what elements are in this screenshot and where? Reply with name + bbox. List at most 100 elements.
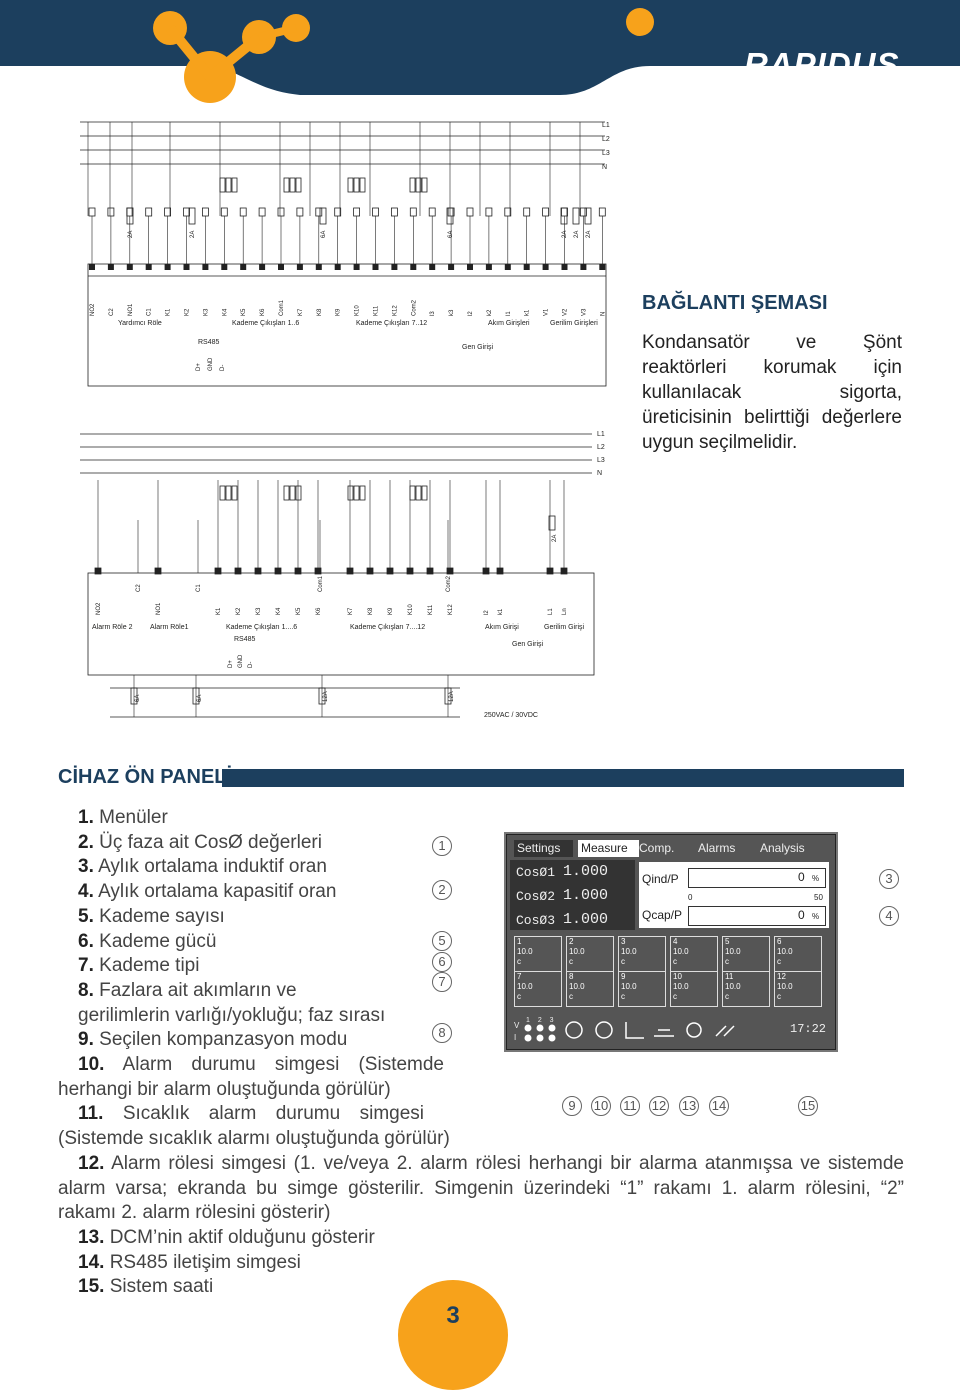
lcd-screen: Settings Measure Comp. Alarms Analysis C… — [504, 832, 838, 1052]
line-label: L3 — [597, 457, 605, 464]
callout-marker: 3 — [879, 869, 899, 889]
fuse-label: 6A — [135, 695, 141, 702]
terminal-label: k2 — [487, 309, 493, 316]
system-clock: 17:22 — [790, 1022, 827, 1036]
line-label: L2 — [602, 136, 610, 143]
fuse-label: 12A — [449, 691, 455, 702]
callout-marker: 15 — [798, 1096, 818, 1116]
sema-title: BAĞLANTI ŞEMASI — [642, 292, 828, 314]
tab-settings[interactable]: Settings — [514, 840, 573, 857]
step-number: 8 — [569, 972, 574, 981]
step-power: 10.0 — [621, 947, 637, 956]
list-item: 11. Sıcaklık alarm durumu simgesi — [78, 1103, 424, 1125]
terminal-label: k1 — [498, 608, 504, 615]
step-power: 10.0 — [621, 982, 637, 991]
terminal-label: k3 — [449, 309, 455, 316]
step-type: c — [673, 992, 677, 1001]
d2-group-label: Alarm Röle 2 — [92, 624, 133, 631]
terminal-label: N — [600, 312, 606, 316]
d2-group-label: Gerilim Girişi — [544, 624, 585, 631]
tab-analysis[interactable]: Analysis — [760, 841, 805, 855]
tab-comp[interactable]: Comp. — [639, 841, 675, 855]
line-label: N — [602, 164, 608, 171]
step-number: 12 — [777, 972, 786, 981]
scale-min: 0 — [688, 893, 693, 902]
step-power: 10.0 — [673, 982, 689, 991]
terminal-label: K10 — [408, 604, 414, 615]
d2-group-label: Alarm Röle1 — [150, 624, 189, 631]
tab-measure[interactable]: Measure — [578, 840, 639, 857]
step-power: 10.0 — [517, 947, 533, 956]
terminal-label: L1 — [548, 608, 554, 615]
fuse-label: 6A — [197, 695, 203, 702]
step-type: c — [725, 992, 729, 1001]
scale-max: 50 — [814, 893, 823, 902]
line-label: L1 — [602, 122, 610, 129]
step-number: 1 — [517, 937, 522, 946]
terminal-label: K2 — [185, 308, 191, 316]
terminal-label: NO2 — [90, 303, 96, 316]
callout-marker: 13 — [679, 1096, 699, 1116]
terminal-label: K8 — [368, 607, 374, 615]
comm-arrows-icon — [715, 1025, 735, 1037]
title-bar — [222, 769, 904, 787]
step-power: 10.0 — [569, 947, 585, 956]
step-type: c — [517, 957, 521, 966]
qcap-label: Qcap/P — [642, 908, 683, 922]
terminal-label: K2 — [236, 607, 242, 615]
rs485-pin: D- — [248, 662, 254, 668]
step-power: 10.0 — [569, 982, 585, 991]
d1-group-label: Akım Girişleri — [488, 320, 530, 327]
rs485-pin: D- — [220, 365, 226, 371]
tab-alarms[interactable]: Alarms — [698, 841, 736, 855]
list-item: 5. Kademe sayısı — [78, 905, 225, 927]
callout-marker: 12 — [649, 1096, 669, 1116]
terminal-label: K3 — [203, 308, 209, 316]
rs485-pin: GND — [208, 357, 214, 371]
d1-group-label: Kademe Çıkışları 1..6 — [232, 320, 300, 327]
line-label: N — [597, 470, 603, 477]
callout-marker: 8 — [432, 1023, 452, 1043]
qcap-gauge — [688, 906, 826, 926]
fuse-label: 2A — [586, 231, 592, 238]
rs485-icon — [686, 1022, 702, 1038]
step-number: 7 — [517, 972, 522, 981]
terminal-label: K6 — [316, 607, 322, 615]
callout-marker: 1 — [432, 836, 452, 856]
terminal-label: l3 — [430, 311, 436, 316]
step-number: 10 — [673, 972, 682, 981]
brand-logo: RAPIDUS — [744, 46, 900, 83]
fuse-label: 2A — [552, 535, 558, 542]
page-number-badge: 3 — [398, 1280, 508, 1390]
phase-numbers: 1 2 3 — [526, 1017, 557, 1024]
cos-label: CosØ2 — [516, 889, 556, 904]
list-item: 1. Menüler — [78, 807, 168, 828]
step-type: c — [673, 957, 677, 966]
list-item: 8. Fazlara ait akımların ve — [78, 979, 297, 1001]
step-number: 6 — [777, 937, 782, 946]
list-item: gerilimlerin varlığı/yokluğu; faz sırası — [78, 1004, 386, 1026]
terminal-label: K7 — [298, 308, 304, 316]
line-label: L3 — [602, 150, 610, 157]
list-item: 9. Seçilen kompanzasyon modu — [78, 1029, 348, 1051]
list-item: 12. Alarm rölesi simgesi (1. ve/veya 2. … — [58, 1152, 904, 1224]
terminal-label: K11 — [374, 305, 380, 316]
step-number: 5 — [725, 937, 730, 946]
callout-marker: 9 — [562, 1096, 582, 1116]
terminal-label: C1 — [196, 584, 202, 592]
rs485-pin: GND — [238, 654, 244, 668]
phase-indicators — [524, 1024, 556, 1042]
dcm-icon — [654, 1029, 674, 1037]
terminal-label: K12 — [392, 305, 398, 316]
terminal-label: K6 — [260, 308, 266, 316]
callout-marker: 7 — [432, 972, 452, 992]
list-item-cont: herhangi bir alarm oluştuğunda görülür) — [58, 1078, 391, 1100]
terminal-label: K4 — [276, 607, 282, 615]
